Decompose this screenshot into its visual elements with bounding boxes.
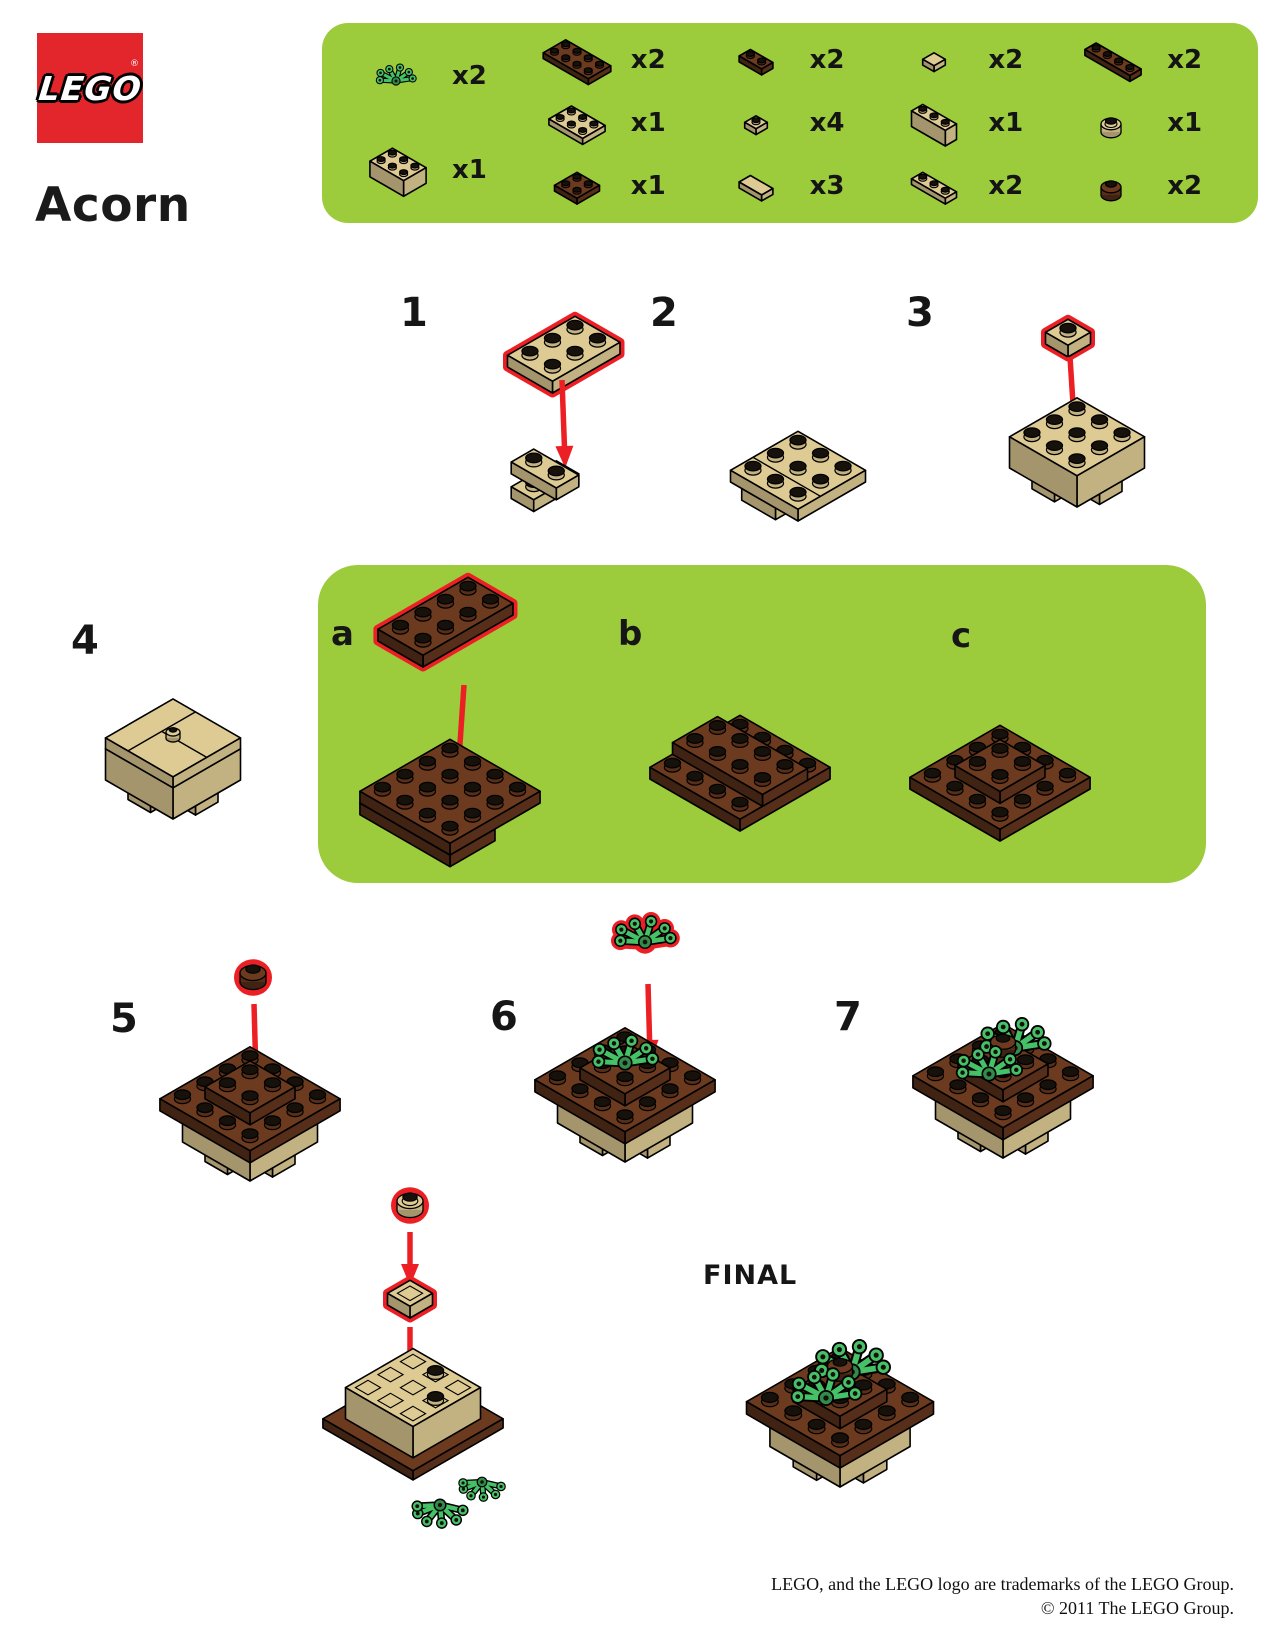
step-4-label: 4 [71,618,99,664]
step-5-diagram [159,959,341,1182]
part-qty: x2 [988,45,1024,76]
part-item: x2 [525,29,666,91]
part-item: x1 [1061,92,1202,154]
part-icon-tan-tile-1x1 [922,52,947,73]
step-2-label: 2 [650,290,678,336]
step-3-label: 3 [906,290,934,336]
part-qty: x4 [809,107,845,138]
part-qty: x2 [1167,45,1203,76]
registered-mark-icon: ® [130,59,139,69]
substep-b-label: b [618,614,643,654]
step-2-diagram [729,430,867,522]
lego-logo-text: LEGO [36,68,144,108]
page-title: Acorn [35,178,191,233]
step-7-diagram [912,1017,1094,1159]
part-qty: x1 [452,155,487,185]
parts-column-2: x2 x1 x1 [525,29,704,217]
part-qty: x2 [630,45,666,76]
part-icon-brown-plate-2x4 [542,39,612,86]
part-qty: x2 [809,45,845,76]
part-icon-tan-plate-1x3 [911,171,958,205]
parts-list-panel: x2 x1 x2 x1 x1 x2 x4 x3 x2 x1 x2 x2 x1 x2 [322,23,1258,223]
copyright-footer: LEGO, and the LEGO logo are trademarks o… [600,1572,1234,1621]
part-item: x1 [346,139,487,201]
part-qty: x1 [630,107,666,138]
part-icon-brown-plate-1x4 [1084,42,1143,83]
step-4-diagram [104,698,242,820]
final-step-label: FINAL [703,1260,798,1291]
part-icon-brown-plate-1x2 [737,49,774,77]
part-item: x1 [525,92,666,154]
part-icon-tan-round-plate-1x1 [1100,117,1122,139]
part-item: x1 [525,155,666,217]
part-item: x2 [704,29,845,91]
part-item: x2 [882,155,1023,217]
part-icon-green-plant-leaves-6x5 [375,63,417,86]
substep-c-label: c [951,616,972,656]
substeps-abc-diagram [359,572,1091,868]
part-item: x2 [1061,29,1202,91]
step-3-diagram [1008,314,1146,508]
part-icon-tan-brick-2x3 [369,147,427,198]
flip-substep-diagram [322,1187,506,1529]
part-item: x2 [882,29,1023,91]
step-1-label: 1 [400,290,428,336]
part-item: x4 [704,92,845,154]
final-model-diagram [745,1338,935,1488]
part-icon-tan-plate-2x3 [547,105,606,146]
copyright-line: © 2011 The LEGO Group. [1040,1598,1234,1619]
part-qty: x1 [988,107,1024,138]
part-icon-brown-round-plate-1x1 [1100,179,1122,202]
part-icon-tan-tile-1x2 [737,174,774,202]
part-qty: x2 [452,61,487,91]
part-qty: x1 [630,170,666,201]
part-icon-tan-brick-1x3 [911,103,958,147]
parts-column-3: x2 x4 x3 [704,29,883,217]
step-1-diagram [503,311,625,513]
step-7-label: 7 [834,994,862,1040]
step-6-diagram [534,912,716,1163]
lego-logo-icon: LEGO ® [37,33,143,143]
parts-column-1: x2 x1 [346,29,525,217]
parts-column-5: x2 x1 x2 [1061,29,1240,217]
part-qty: x2 [988,170,1024,201]
part-qty: x3 [809,170,845,201]
part-item: x1 [882,92,1023,154]
part-icon-brown-plate-2x2 [553,171,601,205]
parts-column-4: x2 x1 x2 [882,29,1061,217]
part-qty: x2 [1167,170,1203,201]
part-item: x3 [704,155,845,217]
step-6-label: 6 [490,994,518,1040]
part-item: x2 [346,45,487,107]
trademark-line: LEGO, and the LEGO logo are trademarks o… [771,1574,1234,1594]
substep-a-label: a [331,614,354,654]
part-item: x2 [1061,155,1202,217]
part-icon-tan-plate-1x1 [743,114,768,136]
step-5-label: 5 [110,996,138,1042]
part-qty: x1 [1167,107,1203,138]
